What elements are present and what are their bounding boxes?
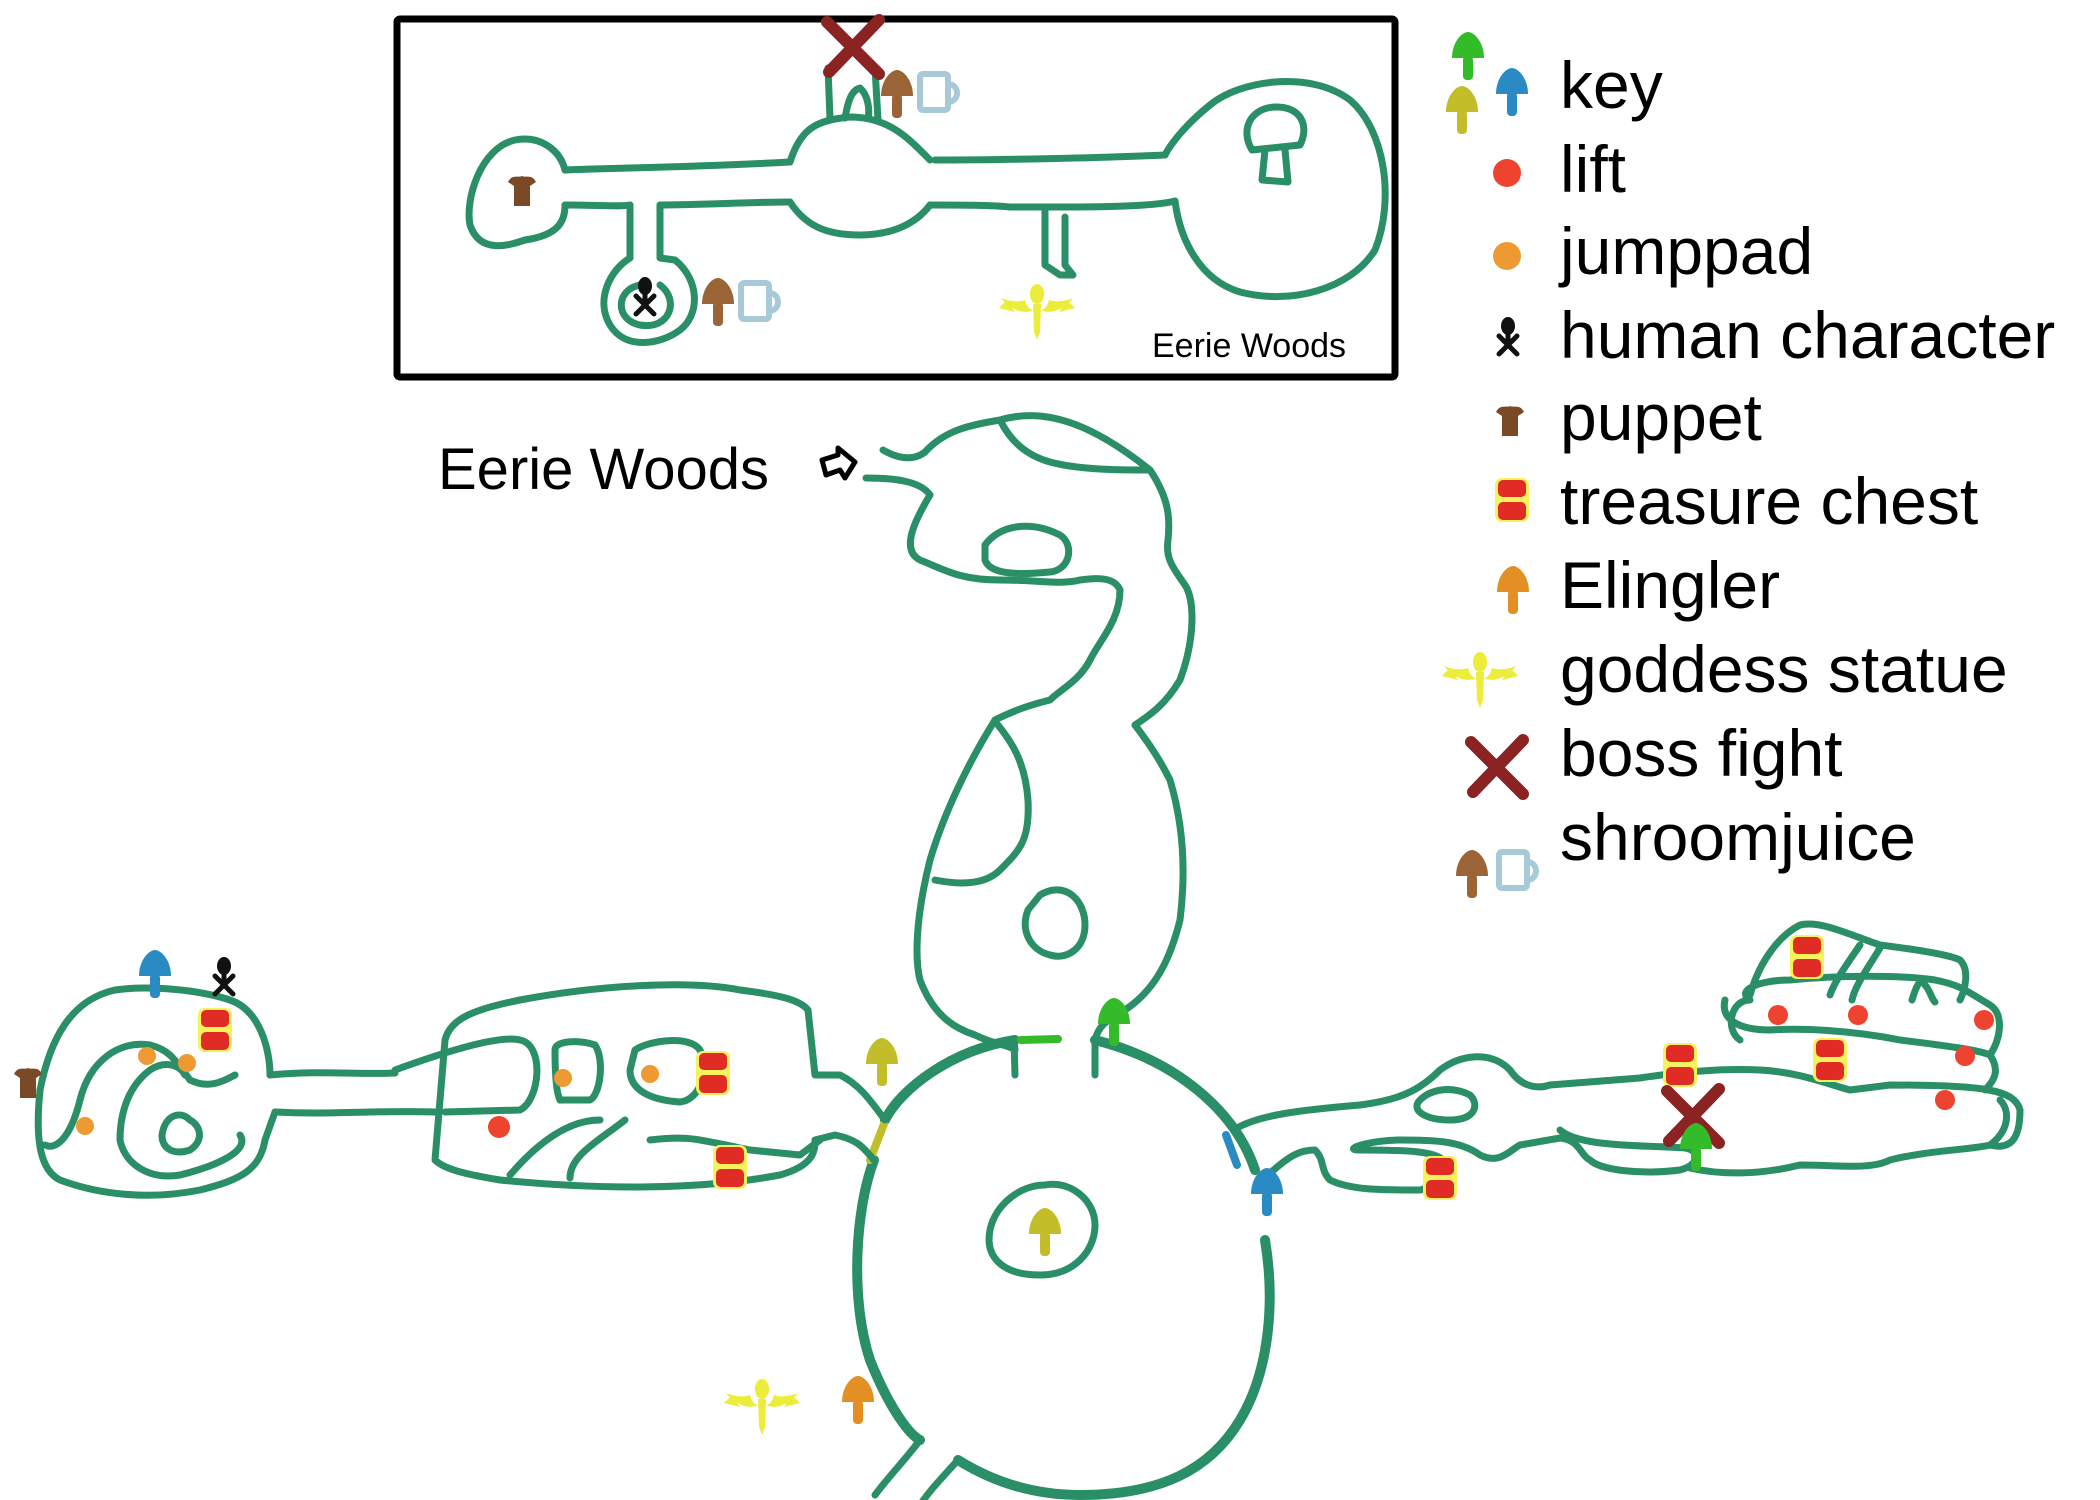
inset-map (393, 15, 1399, 381)
west-hall-inner (391, 1035, 824, 1182)
legend-label-jumppad: jumppad (1560, 214, 1814, 288)
green-gate (1017, 1035, 1062, 1044)
west-hall (431, 981, 889, 1191)
legend-label-key: key (1560, 48, 1663, 122)
puppet-icon (508, 176, 536, 206)
legend-icons (1442, 32, 1536, 898)
exit-arrow-icon[interactable] (819, 445, 858, 481)
lift-icon (1493, 159, 1521, 187)
main-map (14, 412, 2024, 1500)
jumppad-icon (1493, 242, 1521, 270)
inset-eerie-woods-label: Eerie Woods (1152, 327, 1347, 365)
south-exit (871, 1436, 962, 1500)
lift-icon (1768, 1005, 1788, 1025)
inset-mushroom-outline (1243, 103, 1308, 186)
north-passage (862, 412, 1196, 729)
brown-mushroom-icon (702, 278, 734, 326)
central-hub-ring (852, 1035, 1275, 1500)
treasure-chest-icon (198, 1008, 232, 1052)
human-character-icon (636, 277, 654, 314)
north-chamber (913, 716, 1187, 1079)
east-cluster (1636, 920, 2024, 1177)
legend-label-shroomjuice: shroomjuice (1560, 800, 1916, 874)
shroomjuice-icon (1456, 850, 1536, 898)
brown-mushroom-icon (881, 70, 913, 118)
west-spiral-room (34, 984, 279, 1199)
treasure-chest-icon (1790, 935, 1824, 979)
north-chamber-ring (1021, 886, 1089, 960)
treasure-chest-icon (1813, 1038, 1847, 1082)
jumppad-icon (554, 1069, 572, 1087)
west-corridor (266, 1069, 439, 1117)
north-passage-loop (981, 522, 1073, 578)
goddess-statue-icon (724, 1379, 800, 1435)
hub-inner-ring (985, 1180, 1099, 1279)
jumppad-icon (76, 1117, 94, 1135)
inset-spiral-room (600, 201, 698, 346)
legend-label-human-character: human character (1560, 298, 2056, 372)
elingler-icon (842, 1376, 874, 1424)
elingler-icon (1497, 566, 1529, 614)
key-icon (1446, 32, 1528, 134)
human-character-icon (215, 957, 233, 994)
legend-label-boss-fight: boss fight (1560, 716, 1843, 790)
lift-icon (488, 1116, 510, 1138)
mug-icon (920, 74, 957, 110)
goddess-statue-icon (1442, 652, 1518, 708)
jumppad-icon (178, 1054, 196, 1072)
inset-top-exit (824, 64, 882, 124)
lift-icon (1955, 1046, 1975, 1066)
eerie-woods-label[interactable]: Eerie Woods (438, 437, 769, 502)
lift-icon (1848, 1005, 1868, 1025)
legend-label-goddess-statue: goddess statue (1560, 632, 2008, 706)
inset-central-dome (786, 113, 934, 239)
boss-fight-icon (1471, 740, 1523, 794)
puppet-icon (1496, 406, 1524, 436)
blue-key-icon (1251, 1168, 1283, 1216)
legend-label-lift: lift (1560, 132, 1626, 206)
legend-label-puppet: puppet (1560, 380, 1762, 454)
human-character-icon (1499, 317, 1517, 354)
treasure-chest-icon (696, 1051, 730, 1095)
inset-frame (393, 15, 1399, 381)
mug-icon (741, 283, 778, 319)
treasure-chest-icon (1663, 1043, 1697, 1087)
treasure-chest-icon (1423, 1156, 1457, 1200)
blue-gate (1222, 1131, 1241, 1169)
inset-corridor (561, 151, 1179, 279)
legend-label-elingler: Elingler (1560, 548, 1781, 622)
east-corridor-loop (1413, 1086, 1479, 1124)
lift-icon (1935, 1090, 1955, 1110)
legend-label-treasure-chest: treasure chest (1560, 464, 1979, 538)
goddess-statue-icon (999, 284, 1075, 340)
inset-right-room (1161, 78, 1389, 301)
treasure-chest-icon (713, 1145, 747, 1189)
olive-key-icon (1029, 1208, 1061, 1256)
jumppad-icon (138, 1047, 156, 1065)
inset-left-room (465, 135, 569, 250)
lift-icon (1974, 1010, 1994, 1030)
treasure-chest-icon (1495, 478, 1529, 522)
jumppad-icon (641, 1065, 659, 1083)
olive-key-icon (866, 1038, 898, 1086)
boss-fight-icon (827, 20, 879, 74)
east-corridor (1233, 1053, 1700, 1194)
